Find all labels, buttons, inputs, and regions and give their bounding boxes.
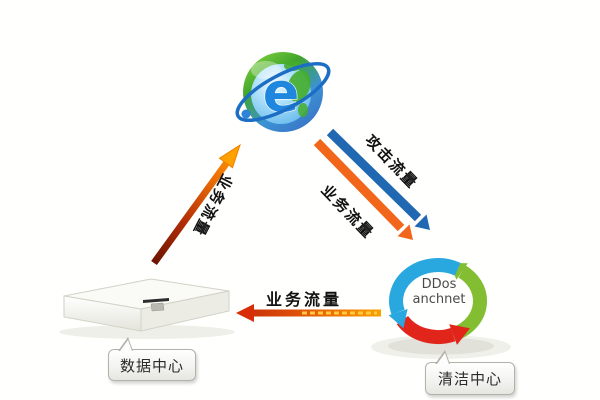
recycle-blue-arrowhead bbox=[388, 309, 408, 329]
business-traffic-diagonal-arrow bbox=[313, 138, 413, 240]
server-shadow bbox=[59, 325, 235, 339]
recycle-arrows-icon bbox=[388, 258, 487, 345]
server-icon bbox=[63, 278, 230, 332]
recycle-red-arrowhead bbox=[449, 324, 470, 345]
globe-orbit-ring bbox=[235, 61, 331, 123]
label-business-traffic-horizontal: 业务流量 bbox=[265, 290, 342, 309]
ddos-anchnet-text: DDos anchnet bbox=[403, 277, 475, 307]
ddos-text-line1: DDos bbox=[421, 277, 457, 292]
orbit-dot bbox=[241, 109, 251, 119]
cleaning-center-callout: 清洁中心 bbox=[425, 350, 515, 395]
browser-e-glyph: e bbox=[263, 61, 300, 124]
server-button bbox=[150, 302, 165, 312]
business-traffic-horizontal-arrow bbox=[236, 304, 381, 322]
cleaning-center-label: 清洁中心 bbox=[437, 370, 502, 388]
data-center-label: 数据中心 bbox=[119, 356, 184, 375]
server-slot bbox=[143, 298, 169, 303]
ddos-text-line2: anchnet bbox=[412, 292, 466, 307]
browser-globe-icon: e bbox=[235, 52, 331, 132]
data-center-callout: 数据中心 bbox=[108, 337, 196, 381]
attack-traffic-arrow bbox=[326, 128, 430, 230]
business-traffic-up-arrow bbox=[151, 143, 241, 266]
recycle-shadow-inner bbox=[388, 337, 494, 355]
